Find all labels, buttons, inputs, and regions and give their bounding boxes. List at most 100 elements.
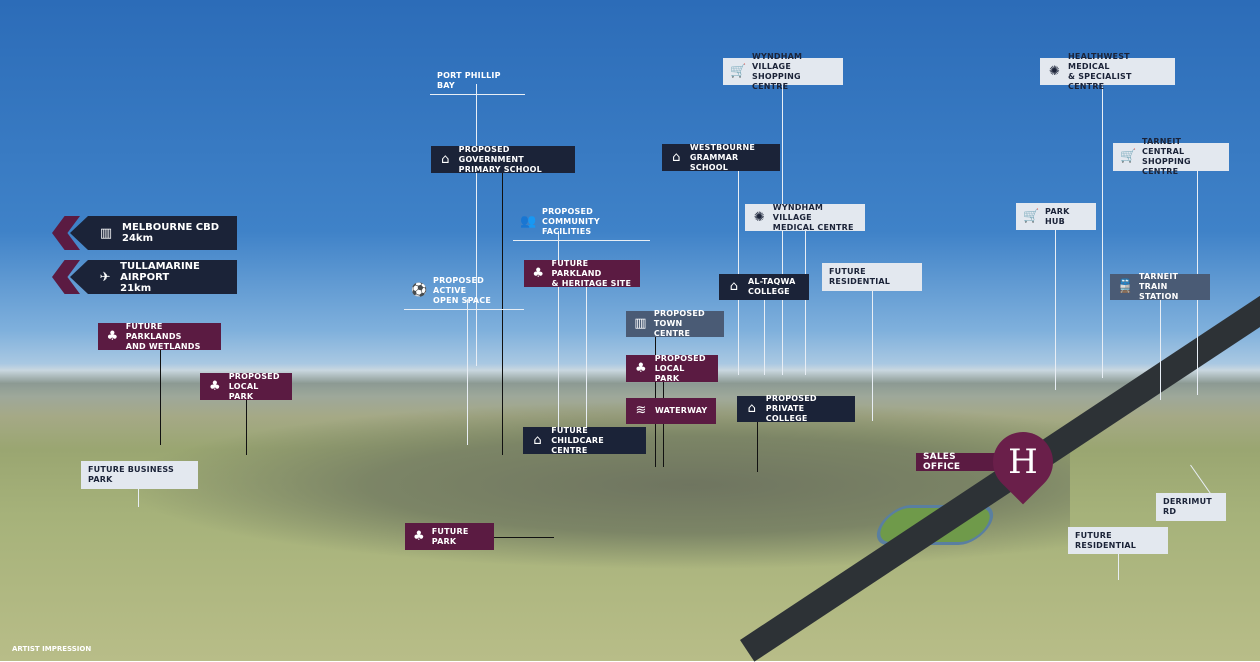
leader-line	[476, 84, 477, 366]
label-text: FUTURE RESIDENTIAL	[1075, 530, 1137, 550]
label-text: FUTURE BUSINESS PARK	[88, 465, 174, 484]
park-icon: ♣	[532, 265, 545, 281]
artist-impression-note: ARTIST IMPRESSION	[12, 645, 92, 653]
leader-line	[586, 287, 587, 430]
school-icon: ⌂	[672, 149, 681, 165]
school-icon: ⌂	[729, 279, 739, 294]
childcare-icon: ⌂	[533, 432, 542, 448]
sales-office-label[interactable]: SALES OFFICE	[916, 452, 998, 472]
school-icon: ⌂	[441, 151, 450, 167]
label-text: PORT PHILLIP BAY	[437, 71, 501, 90]
label-text: WESTBOURNE	[689, 142, 756, 152]
label-text: MEDICAL CENTRE	[772, 222, 854, 232]
label-text: SALES OFFICE	[923, 452, 961, 472]
leader-line	[494, 537, 554, 538]
leader-line	[872, 291, 873, 421]
label-text: WATERWAY	[655, 406, 708, 415]
leader-line	[467, 299, 468, 445]
label-text: TOWN CENTRE	[653, 319, 691, 338]
leader-line	[1118, 554, 1119, 580]
label-text: PROPOSED	[542, 207, 593, 216]
label-text: CENTRE	[551, 445, 588, 455]
park-icon: ♣	[106, 328, 119, 344]
label-text: PRIMARY SCHOOL	[458, 164, 542, 174]
school-icon: ⌂	[747, 401, 757, 416]
label-text: PARK HUB	[1045, 206, 1070, 226]
label-text: DERRIMUT RD	[1163, 497, 1212, 516]
leader-line	[160, 350, 161, 445]
label-text: LOCAL PARK	[228, 381, 259, 401]
label-text: LOCAL PARK	[654, 363, 685, 383]
label-text: GRAMMAR SCHOOL	[689, 152, 739, 172]
shopping-cart-icon: 🛒	[1023, 208, 1040, 224]
leader-line	[1160, 300, 1161, 400]
leader-line	[738, 171, 739, 375]
label-text: PROPOSED	[654, 353, 706, 363]
label-future-residential-right: FUTURE RESIDENTIAL	[1068, 527, 1168, 554]
people-icon: 👥	[520, 214, 537, 229]
label-derrimut-rd: DERRIMUT RD	[1156, 493, 1226, 521]
label-healthwest: ✺HEALTHWEST MEDICAL& SPECIALIST CENTRE	[1040, 52, 1175, 91]
leader-line	[246, 400, 247, 455]
sign-distance: 24km	[122, 233, 153, 244]
plane-icon: ✈	[99, 269, 111, 285]
park-icon: ♣	[412, 528, 425, 544]
label-text: PRIVATE COLLEGE	[765, 404, 808, 423]
city-icon: ▥	[99, 225, 113, 241]
train-icon: 🚆	[1117, 279, 1134, 294]
label-text: FUTURE CHILDCARE	[551, 425, 604, 445]
label-port-phillip-bay: PORT PHILLIP BAY	[430, 71, 525, 95]
label-text: HEALTHWEST MEDICAL	[1068, 51, 1130, 71]
label-text: TARNEIT	[1139, 272, 1179, 281]
leader-line	[764, 300, 765, 375]
label-text: FUTURE PARKLANDS	[125, 321, 182, 341]
label-text: PROPOSED ACTIVE	[433, 276, 484, 295]
logo-icon: H	[1008, 442, 1038, 482]
label-text: FUTURE RESIDENTIAL	[829, 267, 891, 286]
label-text: WYNDHAM VILLAGE	[752, 51, 803, 71]
leader-line	[1055, 230, 1056, 390]
label-text: AND WETLANDS	[125, 341, 201, 351]
leader-line	[663, 382, 664, 467]
label-text: & HERITAGE SITE	[551, 278, 632, 288]
leader-line	[502, 173, 503, 455]
label-waterway: ≋ WATERWAY	[626, 398, 716, 424]
label-text: FUTURE PARK	[431, 526, 469, 546]
label-text: WYNDHAM VILLAGE	[772, 202, 823, 222]
leader-line	[1102, 85, 1103, 378]
leader-line	[138, 489, 139, 507]
label-text: PROPOSED	[653, 309, 705, 318]
label-park-hub: 🛒 PARK HUB	[1016, 203, 1096, 230]
label-text: TRAIN STATION	[1139, 282, 1179, 301]
label-text: PROPOSED	[228, 371, 280, 381]
park-icon: ♣	[634, 360, 647, 376]
label-text: PROPOSED GOVERNMENT	[458, 144, 524, 164]
label-text: COLLEGE	[748, 287, 790, 296]
medical-icon: ✺	[1048, 63, 1061, 79]
label-text: OPEN SPACE	[433, 296, 492, 305]
sign-title: TULLAMARINE AIRPORT	[120, 260, 200, 283]
leader-line	[558, 231, 559, 431]
label-future-park: ♣ FUTURE PARK	[405, 523, 494, 550]
label-text: SHOPPING CENTRE	[1142, 157, 1191, 176]
medical-icon: ✺	[753, 209, 765, 225]
waterway-icon: ≋	[635, 403, 647, 418]
sign-title: MELBOURNE CBD	[122, 222, 220, 233]
park-icon: ♣	[208, 378, 221, 394]
